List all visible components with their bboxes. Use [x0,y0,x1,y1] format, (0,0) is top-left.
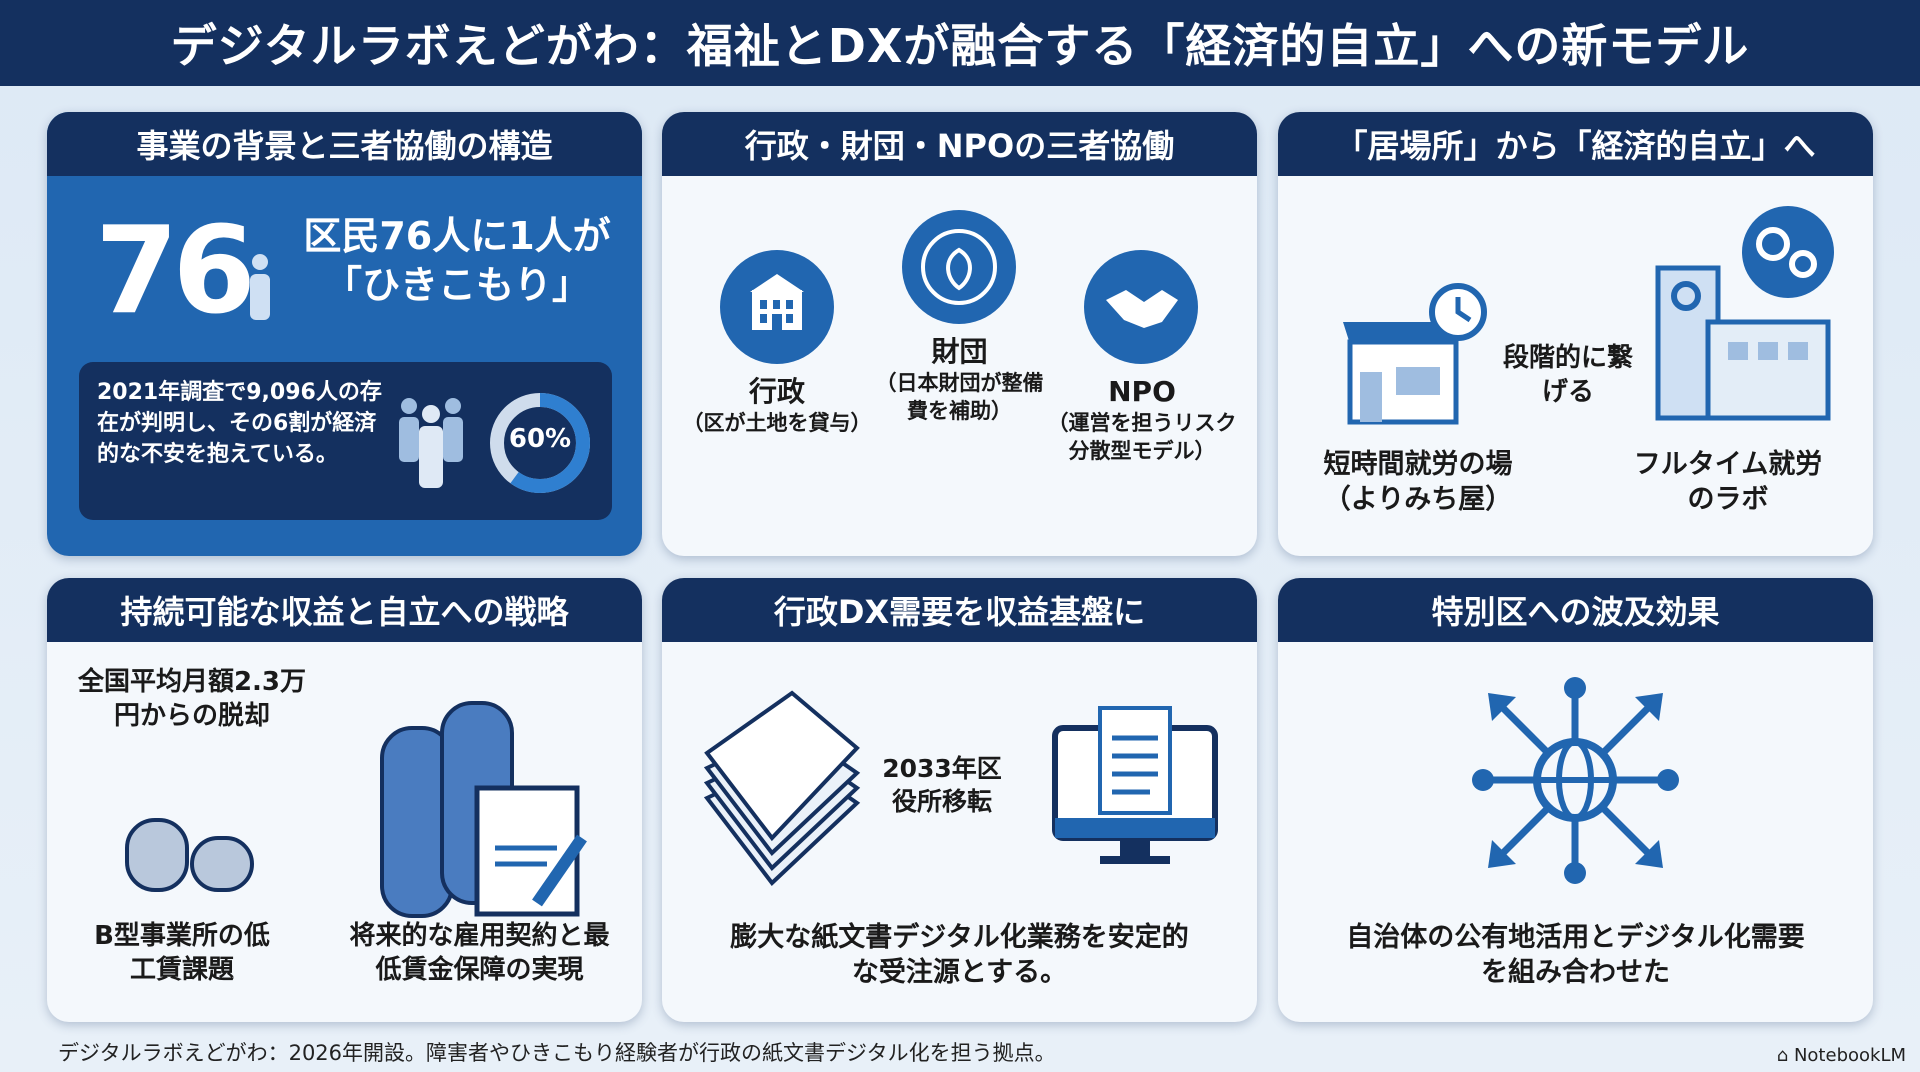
step-right: フルタイム就労のラボ [1633,449,1823,516]
foundation-label: 財団（日本財団が整備費を補助） [872,334,1047,425]
panel-heading: 特別区への波及効果 [1278,578,1873,642]
coins-contract-icon [380,701,587,918]
big-number: 76 [95,202,256,341]
headline-line2: 「ひきこもり」 [323,263,590,308]
avg-wage-text: 全国平均月額2.3万円からの脱却 [77,667,307,731]
page-title: デジタルラボえどがわ：福祉とDXが融合する「経済的自立」への新モデル [0,0,1920,86]
gov-label: 行政 （区が土地を貸与） [677,374,877,438]
stat-detail: 2021年調査で9,096人の存在が判明し、その6割が経済的な不安を抱えている。 [97,380,382,467]
brand-label: ⌂ NotebookLM [1777,1045,1906,1066]
panel-heading: 行政DX需要を収益基盤に [662,578,1257,642]
footer-note: デジタルラボえどがわ：2026年開設。障害者やひきこもり経験者が行政の紙文書デジ… [58,1041,1056,1065]
headline-line1: 区民76人に1人が [303,214,611,258]
panel-steps: 「居場所」から「経済的自立」へ 段階的に繋げる 短時間就労の場 （よりみち屋） フ… [1278,112,1873,556]
headline: 区民76人に1人が「ひきこもり」 [292,212,622,311]
government-building-icon [720,250,834,364]
step-left-sub: （よりみち屋） [1323,484,1513,516]
npo-sub: （運営を担うリスク分散型モデル） [1047,411,1237,463]
ripple-description: 自治体の公有地活用とデジタル化需要を組み合わせた [1346,922,1805,989]
foundation-emblem-icon [902,210,1016,324]
employment-goal-text: 将来的な雇用契約と最低賃金保障の実現 [349,921,610,985]
brand-text: NotebookLM [1793,1045,1906,1066]
npo-label: NPO（運営を担うリスク分散型モデル） [1042,374,1242,465]
people-group-icon [399,398,463,488]
paper-stack-icon [703,690,861,886]
handshake-icon [1084,250,1198,364]
panel-heading: 持続可能な収益と自立への戦略 [47,578,642,642]
gov-title: 行政 [748,375,805,408]
panel-background: 事業の背景と三者協働の構造 76 区民76人に1人が「ひきこもり」 2021年調… [47,112,642,556]
b-type-issue-text: B型事業所の低工賃課題 [94,921,270,985]
npo-title: NPO [1108,375,1176,408]
shop-clock-icon [1343,283,1487,425]
found-sub: （日本財団が整備費を補助） [875,371,1044,423]
person-icon [250,254,270,320]
panel-heading: 「居場所」から「経済的自立」へ [1278,112,1873,176]
panel-revenue: 持続可能な収益と自立への戦略 全国平均月額2.3万円からの脱却 B型事業所の低工… [47,578,642,1022]
step-left-title: 短時間就労の場 [1323,449,1513,480]
step-connector-label: 段階的に繋げる [1503,343,1634,407]
panel-dx: 行政DX需要を収益基盤に 2033年区役所移転 膨大な紙文書デジタル化業務を安定… [662,578,1257,1022]
notebook-icon: ⌂ [1776,1045,1794,1066]
donut-chart [490,393,590,493]
stat-box: 2021年調査で9,096人の存在が判明し、その6割が経済的な不安を抱えている。… [79,362,612,520]
panel-collab: 行政・財団・NPOの三者協働 行政 （区が土地を貸与） 財団（日本財団が整備費を補… [662,112,1257,556]
donut-label: 60% [508,424,572,454]
step-left: 短時間就労の場 （よりみち屋） [1298,447,1538,517]
panel-heading: 行政・財団・NPOの三者協働 [662,112,1257,176]
gov-sub: （区が土地を貸与） [682,411,872,436]
panel-ripple: 特別区への波及効果 自治体の公有地活用とデジタル化需要を組み合わせた [1278,578,1873,1022]
dx-description: 膨大な紙文書デジタル化業務を安定的な受注源とする。 [730,922,1189,989]
relocation-text: 2033年区役所移転 [882,754,1002,816]
office-gear-icon [1655,206,1834,421]
computer-document-icon [1052,706,1218,864]
small-coins-icon [125,818,254,892]
panel-heading: 事業の背景と三者協働の構造 [47,112,642,176]
found-title: 財団 [931,335,988,368]
network-globe-icon [1472,677,1679,884]
